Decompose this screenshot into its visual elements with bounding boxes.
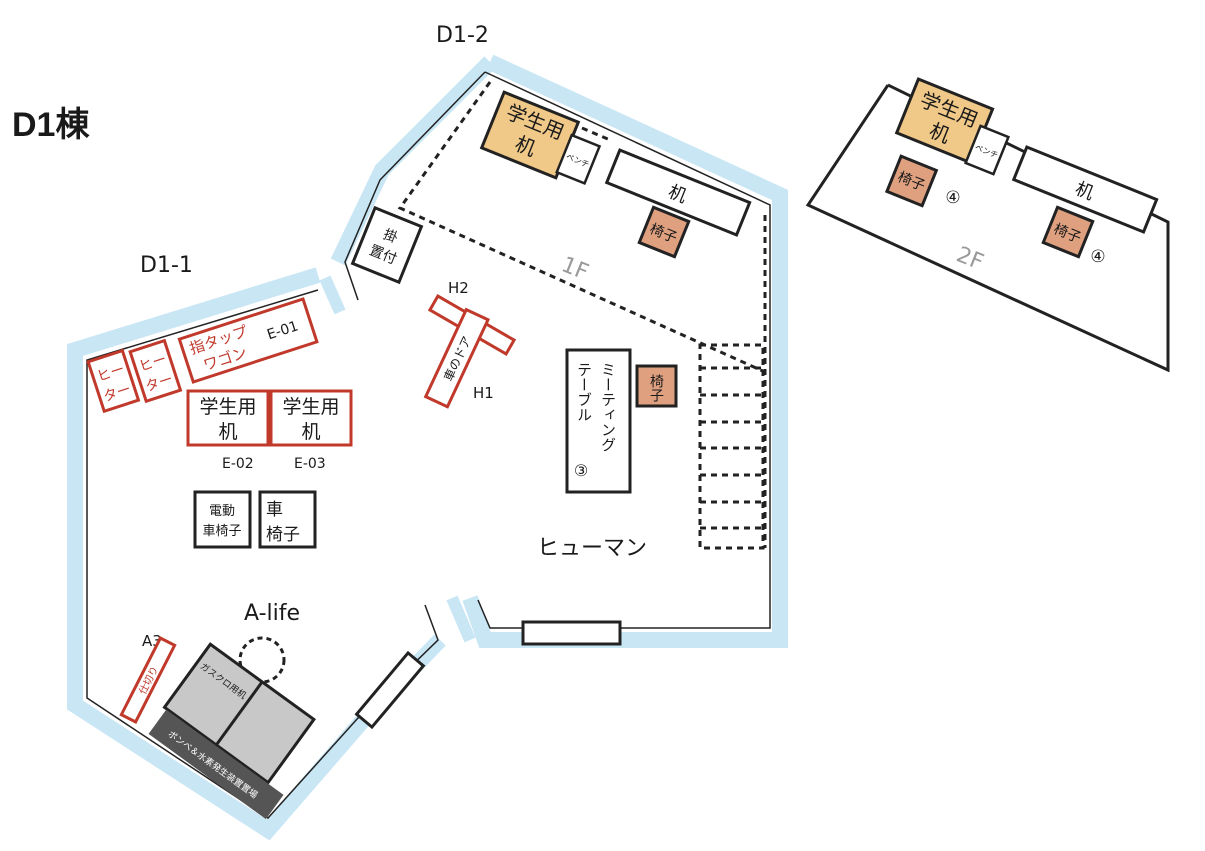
svg-text:学生用: 学生用 [199, 396, 256, 418]
svg-text:椅子: 椅子 [648, 374, 664, 402]
window-bottom [521, 620, 622, 646]
svg-text:車: 車 [266, 500, 283, 520]
door-h2: H2 [448, 279, 469, 297]
window-lower-left [354, 650, 426, 730]
svg-text:学生用: 学生用 [282, 396, 339, 418]
svg-text:ミーティング: ミーティング [599, 362, 617, 452]
area-label-human: ヒューマン [537, 536, 647, 561]
dashed-circle-marker [238, 636, 286, 684]
code-e03: E-03 [294, 456, 326, 472]
svg-text:④: ④ [945, 188, 960, 208]
car-door: 車のドア [423, 294, 517, 409]
building-title: D1棟 [12, 106, 90, 144]
heater-2: ヒー ター [128, 338, 183, 404]
desk-1f: 机 [604, 148, 752, 237]
wing-label-d1-1: D1-1 [140, 253, 193, 278]
code-e02: E-02 [222, 456, 254, 472]
wheelchair: 車 椅子 [258, 490, 317, 549]
wing-label-d1-2: D1-2 [436, 23, 489, 48]
student-desk-1f: 学生用 机 [479, 90, 581, 180]
student-desk-e02: 学生用 机 [186, 389, 270, 447]
area-label-a-life: A-life [244, 601, 300, 626]
svg-text:テーブル: テーブル [575, 362, 593, 422]
student-desk-e03: 学生用 机 [269, 389, 353, 447]
door-h1: H1 [473, 384, 494, 402]
dashed-shelf [698, 343, 765, 550]
interior-walls [86, 71, 771, 819]
svg-text:椅子: 椅子 [266, 525, 300, 545]
second-floor-inset: 学生用 机 ベンチ 机 椅子 ④ 椅子 ④ 2F [805, 77, 1170, 373]
svg-text:車椅子: 車椅子 [202, 524, 241, 539]
svg-text:机: 机 [218, 421, 237, 443]
meeting-table: ミーティング テーブル ③ [565, 348, 632, 494]
svg-text:机: 机 [301, 421, 320, 443]
loft-boundary [397, 81, 767, 548]
bench-1f: ベンチ [555, 133, 602, 186]
electric-wheelchair: 電動 車椅子 [193, 490, 252, 549]
svg-text:電動: 電動 [209, 504, 235, 519]
partition-a3: 仕切り [119, 636, 177, 724]
svg-text:③: ③ [574, 461, 588, 480]
hanging-rack: 掛 置付 [350, 205, 424, 285]
svg-text:掛: 掛 [381, 227, 400, 247]
heater-1: ヒー ター [86, 348, 141, 414]
chair-1f-loft: 椅子 [637, 205, 691, 259]
gas-chromatograph-desk: ガスクロ用机 [162, 642, 316, 785]
chair-1f-meeting: 椅子 [635, 364, 678, 408]
svg-text:④: ④ [1090, 247, 1105, 267]
